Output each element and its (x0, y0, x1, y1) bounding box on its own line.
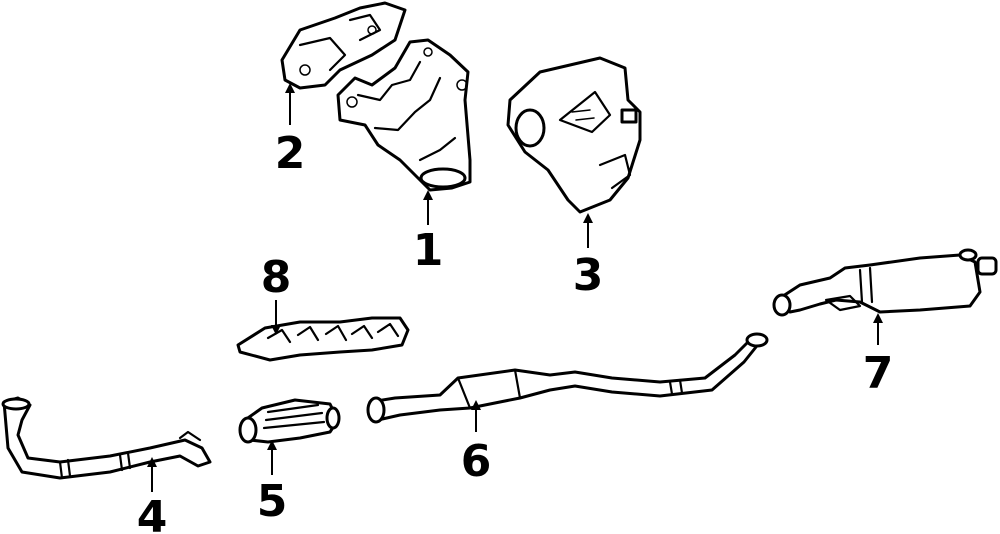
callout-number-8: 8 (261, 252, 292, 303)
callout-number-4: 4 (137, 492, 168, 534)
callout-number-7: 7 (863, 348, 894, 399)
exhaust-manifold-part (336, 38, 472, 192)
callout-number-2: 2 (275, 128, 306, 179)
manifold-heat-shield-part (280, 1, 407, 90)
front-pipe-part (1, 396, 212, 480)
catalytic-converter-part (238, 398, 341, 444)
callout-number-1: 1 (413, 225, 444, 276)
intermediate-pipe-part (366, 332, 769, 424)
callout-number-6: 6 (461, 436, 492, 487)
converter-heat-shield-part (236, 316, 410, 362)
callout-leaders (147, 83, 883, 492)
callout-number-5: 5 (257, 476, 288, 527)
muffler-part (772, 248, 998, 317)
manifold-cover-part (506, 56, 642, 214)
callout-number-3: 3 (573, 250, 604, 301)
